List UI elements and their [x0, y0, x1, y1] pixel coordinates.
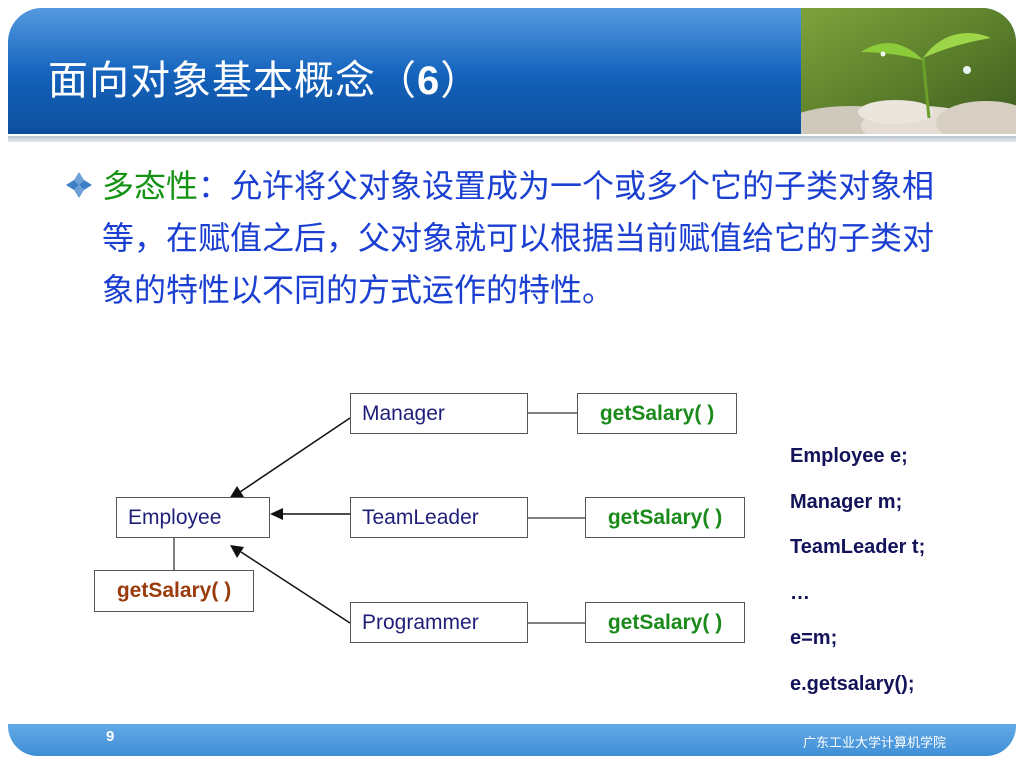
- class-box-employee: Employee: [116, 497, 270, 538]
- title-end: ）: [440, 58, 482, 104]
- code-line: Employee e;: [790, 445, 908, 467]
- code-snippet: Employee e; Manager m; TeamLeader t; … e…: [790, 434, 925, 707]
- inherit-line-programmer: [240, 551, 351, 624]
- page-number: 9: [106, 728, 115, 745]
- class-box-teamleader: TeamLeader: [350, 497, 528, 538]
- method-box-programmer: getSalary( ): [585, 602, 745, 643]
- slide-header: 面向对象基本概念（6）: [8, 8, 1016, 134]
- method-box-manager: getSalary( ): [577, 393, 737, 434]
- code-line: e.getsalary();: [790, 672, 915, 695]
- code-line: Manager m;: [790, 490, 903, 513]
- inherit-arrowhead-programmer: [230, 545, 244, 558]
- class-box-programmer: Programmer: [350, 602, 528, 643]
- code-line: TeamLeader t;: [790, 536, 926, 558]
- title-number: 6: [417, 59, 441, 103]
- bullet-separator: ：: [198, 167, 231, 205]
- code-line: e=m;: [790, 627, 838, 649]
- code-line: …: [790, 581, 810, 604]
- diamond-bullet-icon: [66, 172, 92, 198]
- bullet-body: 允许将父对象设置成为一个或多个它的子类对象相等，在赋值之后，父对象就可以根据当前…: [102, 167, 935, 309]
- bullet-term: 多态性: [102, 167, 199, 205]
- slide-footer: 9 广东工业大学计算机学院: [8, 724, 1016, 756]
- method-box-employee: getSalary( ): [94, 570, 254, 612]
- header-divider: [8, 136, 1016, 142]
- inherit-arrowhead-teamleader: [270, 508, 283, 520]
- method-box-teamleader: getSalary( ): [585, 497, 745, 538]
- inherit-line-manager: [239, 417, 351, 493]
- bullet-text: 多态性：允许将父对象设置成为一个或多个它的子类对象相等，在赋值之后，父对象就可以…: [102, 160, 962, 316]
- organization-name: 广东工业大学计算机学院: [802, 736, 946, 751]
- slide-title: 面向对象基本概念（6）: [48, 48, 481, 106]
- class-box-manager: Manager: [350, 393, 528, 434]
- title-text: 面向对象基本概念（: [48, 58, 417, 104]
- seedling-photo: [801, 8, 1016, 134]
